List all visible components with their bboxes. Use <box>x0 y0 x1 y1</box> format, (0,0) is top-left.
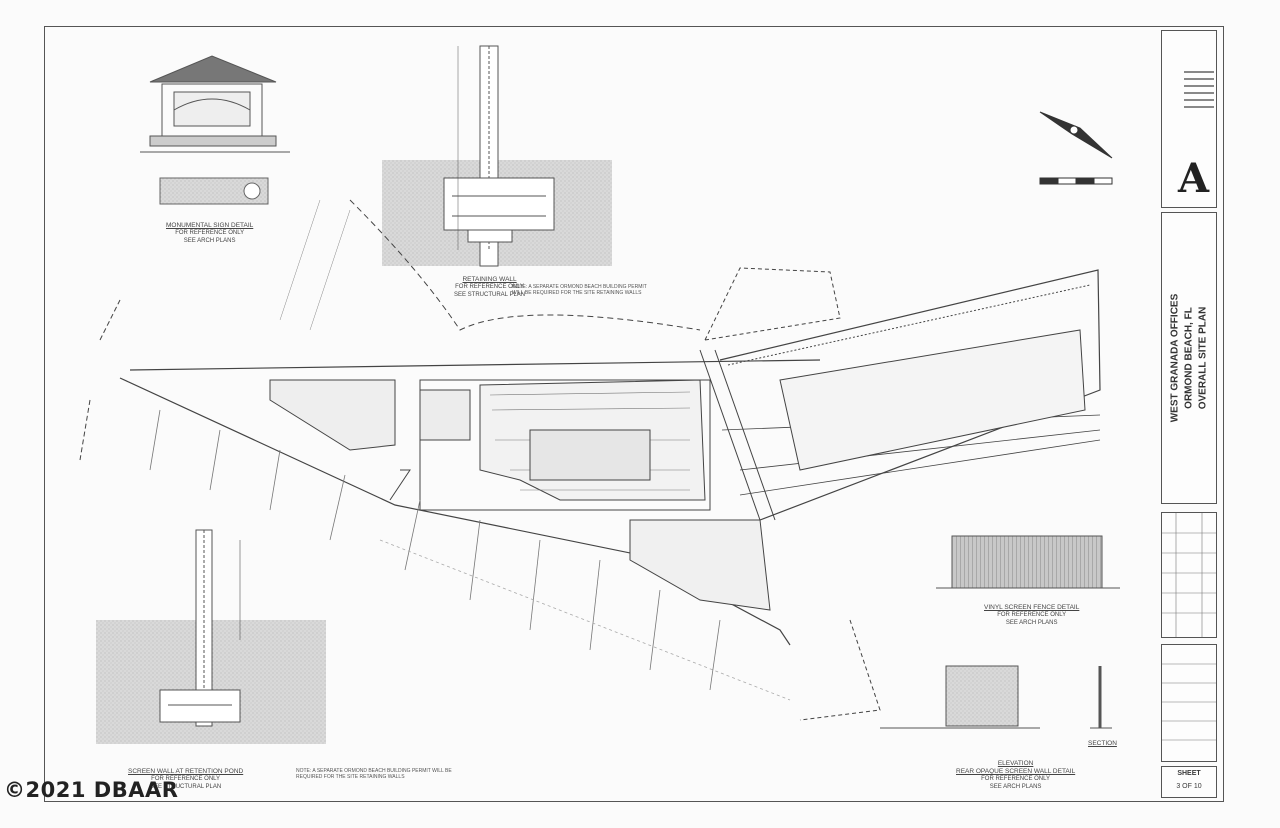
retaining-wall-caption: RETAINING WALL FOR REFERENCE ONLY SEE ST… <box>454 276 525 299</box>
retaining-wall-sub1: FOR REFERENCE ONLY <box>455 284 525 291</box>
drawing-info-block <box>1161 644 1217 762</box>
screen-wall-detail <box>96 529 326 744</box>
revision-block <box>1161 512 1217 638</box>
site-plan <box>79 199 1101 721</box>
vinyl-fence-sub2: SEE ARCH PLANS <box>1005 619 1058 626</box>
screen-wall-sub1: FOR REFERENCE ONLY <box>151 776 221 783</box>
vinyl-fence-title: VINYL SCREEN FENCE DETAIL <box>984 604 1080 611</box>
monument-sign-title: MONUMENTAL SIGN DETAIL <box>166 222 254 229</box>
firm-logo-icon: A <box>1178 155 1210 202</box>
monument-sign-elevation <box>140 55 290 153</box>
screen-wall-caption: SCREEN WALL AT RETENTION POND FOR REFERE… <box>128 768 243 791</box>
rear-wall-section-label: SECTION <box>1088 740 1117 748</box>
firm-logo-block: A <box>1161 30 1217 208</box>
copyright-watermark: ©2021 DBAAR <box>4 778 179 802</box>
screen-wall-title: SCREEN WALL AT RETENTION POND <box>128 768 244 775</box>
monument-sign-sub1: FOR REFERENCE ONLY <box>175 230 245 237</box>
permit-note-bottom: NOTE: A SEPARATE ORMOND BEACH BUILDING P… <box>296 768 452 780</box>
section-label-text: SECTION <box>1088 740 1117 747</box>
project-location: ORMOND BEACH, FL <box>1183 307 1195 409</box>
rear-wall-detail <box>880 665 1112 729</box>
retaining-wall-title: RETAINING WALL <box>462 276 517 283</box>
drawing-title: OVERALL SITE PLAN <box>1197 306 1209 410</box>
monument-sign-plan <box>159 177 269 205</box>
permit-note-top: NOTE: A SEPARATE ORMOND BEACH BUILDING P… <box>512 284 647 296</box>
rear-wall-elevation-label: ELEVATION <box>997 760 1034 767</box>
north-arrow <box>1039 111 1113 159</box>
drawing-info-grid <box>1162 663 1216 741</box>
vinyl-fence-sub1: FOR REFERENCE ONLY <box>997 612 1067 619</box>
sheet-number: 3 OF 10 <box>1176 783 1202 790</box>
scale-bar <box>1039 177 1113 185</box>
revision-grid <box>1162 513 1216 637</box>
rear-wall-title: REAR OPAQUE SCREEN WALL DETAIL <box>956 768 1076 776</box>
adjacent-lots <box>149 409 791 701</box>
vinyl-fence-caption: VINYL SCREEN FENCE DETAIL FOR REFERENCE … <box>984 604 1079 627</box>
project-title-block: WEST GRANADA OFFICES ORMOND BEACH, FL OV… <box>1161 212 1217 504</box>
screen-wall-sub2: SEE STRUCTURAL PLAN <box>150 783 222 790</box>
rear-wall-sub2: SEE ARCH PLANS <box>989 783 1042 790</box>
rear-wall-sub1: FOR REFERENCE ONLY <box>981 776 1051 783</box>
sheet-number-block: SHEET 3 OF 10 <box>1161 766 1217 798</box>
monument-sign-caption: MONUMENTAL SIGN DETAIL FOR REFERENCE ONL… <box>166 222 253 245</box>
sheet-label: SHEET <box>1177 770 1201 777</box>
project-name: WEST GRANADA OFFICES <box>1169 293 1181 423</box>
retaining-wall-detail <box>382 45 612 267</box>
retaining-wall-sub2: SEE STRUCTURAL PLAN <box>454 291 526 298</box>
firm-info-lines <box>1184 71 1214 151</box>
rear-wall-caption: ELEVATION REAR OPAQUE SCREEN WALL DETAIL… <box>956 760 1075 791</box>
vinyl-fence-detail <box>936 535 1120 589</box>
sheet-border <box>44 26 1224 802</box>
monument-sign-sub2: SEE ARCH PLANS <box>183 237 236 244</box>
